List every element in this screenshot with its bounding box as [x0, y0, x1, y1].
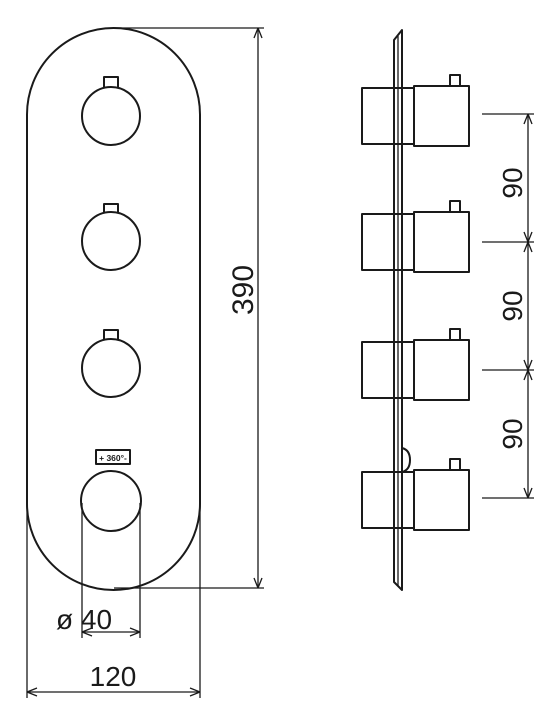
height-dimension: 390	[114, 27, 264, 589]
width-dimension: 120	[26, 500, 201, 698]
knob-3	[81, 329, 141, 398]
knob-2	[81, 203, 141, 271]
knob-1-handle	[81, 86, 141, 146]
knob-4: + 360°-	[80, 449, 142, 532]
front-view: + 360°- 390 ø 40 120	[26, 27, 264, 698]
side-view: 90 90 90	[361, 29, 534, 591]
spacing-label-1: 90	[497, 167, 528, 198]
knob-3-handle	[81, 338, 141, 398]
knob-4-handle	[80, 470, 142, 532]
plate-boss	[401, 447, 411, 473]
side-handle-4	[361, 458, 470, 531]
wall-plate	[393, 29, 403, 591]
spacing-label-2: 90	[497, 290, 528, 321]
spacing-dimension: 90 90 90	[482, 113, 534, 499]
width-label: 120	[90, 661, 137, 692]
diameter-label: ø 40	[56, 604, 112, 635]
spacing-label-3: 90	[497, 418, 528, 449]
knob-1	[81, 76, 141, 146]
side-handle-3	[361, 328, 470, 401]
height-label: 390	[227, 265, 260, 315]
diverter-symbol: + 360°-	[99, 453, 127, 463]
diameter-dimension: ø 40	[56, 503, 141, 638]
side-handle-2	[361, 200, 470, 273]
knob-2-handle	[81, 211, 141, 271]
diverter-symbol-box	[95, 449, 131, 465]
faceplate-outline	[26, 27, 201, 591]
side-handle-1	[361, 74, 470, 147]
